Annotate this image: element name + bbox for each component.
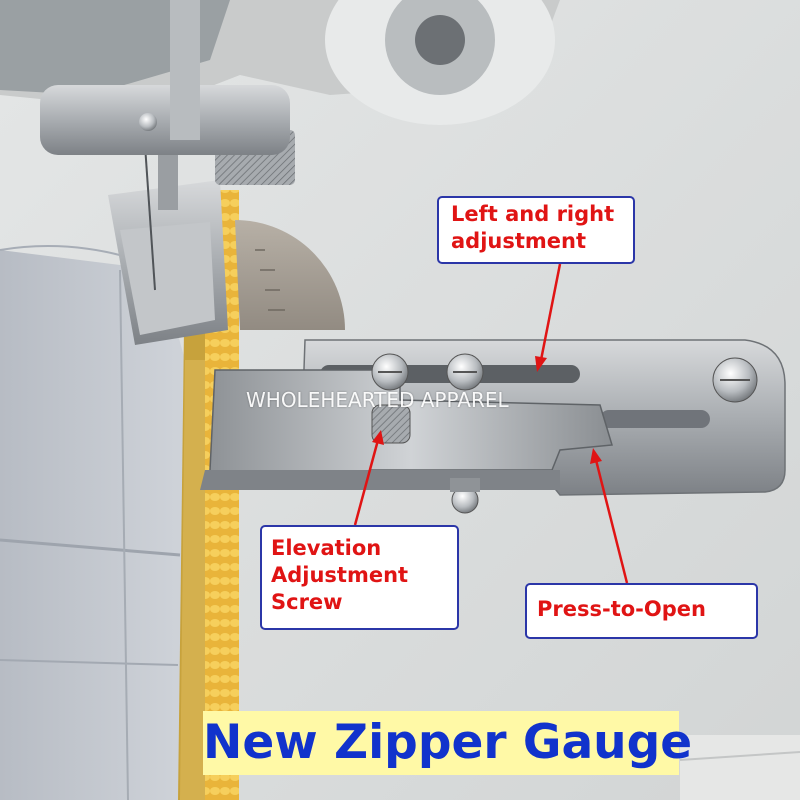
callout-left-right-adjustment: Left and right adjustment [437,196,635,264]
callout-arrows [353,263,629,584]
callout-elevation-adjustment-screw: Elevation Adjustment Screw [260,525,459,630]
callout-text: Elevation [271,536,382,560]
callout-text: adjustment [451,229,587,253]
callout-text: Screw [271,590,343,614]
callout-text: Press-to-Open [537,597,706,621]
callout-text: Left and right [451,202,615,226]
callout-press-to-open: Press-to-Open [525,583,758,639]
callout-text: Adjustment [271,563,409,587]
watermark: WHOLEHEARTED APPAREL [246,388,509,412]
title-banner: New Zipper Gauge [203,711,692,775]
